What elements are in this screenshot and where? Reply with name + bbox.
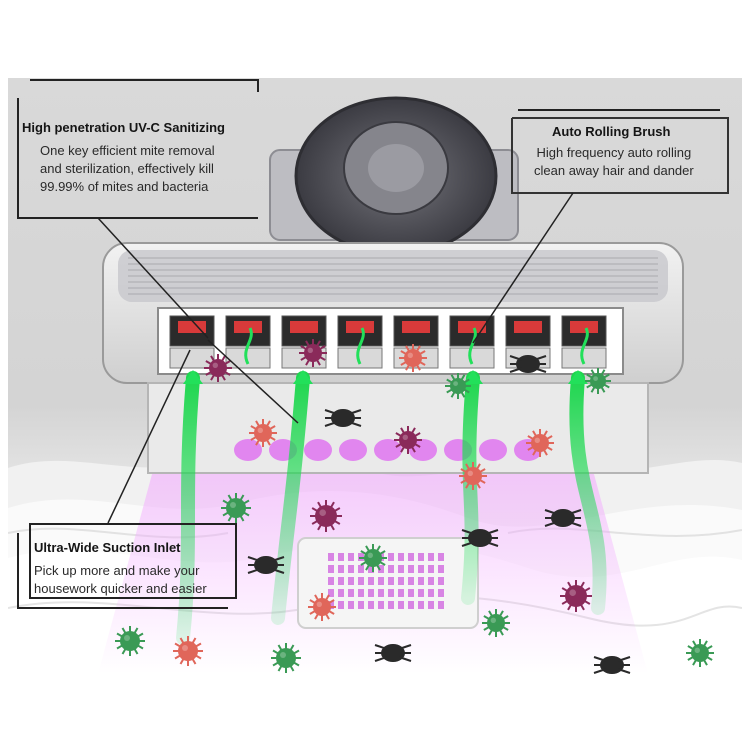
germ-icon xyxy=(204,354,232,382)
leader-lines xyxy=(97,192,574,524)
brush-slot-light xyxy=(178,321,206,333)
brush-slot-light xyxy=(346,321,374,333)
rotation-arrow xyxy=(468,327,477,365)
mite-icon xyxy=(324,409,362,427)
germ-icon xyxy=(399,344,427,372)
uv-lamp xyxy=(479,439,507,461)
germ-icon xyxy=(359,544,387,572)
product-illustration xyxy=(8,79,742,674)
mite-icon xyxy=(247,556,285,574)
airflow-arrows xyxy=(176,327,607,645)
germ-icon xyxy=(526,429,554,457)
mite-icon xyxy=(593,656,631,674)
uvc-callout-line: and sterilization, effectively kill xyxy=(40,161,214,176)
airflow-arrowhead xyxy=(183,370,203,384)
airflow-arrowhead xyxy=(293,370,313,384)
brush-callout-line: High frequency auto rolling xyxy=(536,145,692,160)
mite-icon xyxy=(509,355,547,373)
uv-lamp xyxy=(234,439,262,461)
inlet-callout-body: Pick up more and make your housework qui… xyxy=(34,562,207,598)
uv-lamp xyxy=(304,439,332,461)
brush-callout-line: clean away hair and dander xyxy=(534,163,694,178)
rotation-arrow xyxy=(356,327,365,365)
brush-slot-light xyxy=(458,321,486,333)
uvc-callout-body: One key efficient mite removal and steri… xyxy=(40,142,215,196)
airflow-arrow xyxy=(271,371,310,625)
inlet-callout-title: Ultra-Wide Suction Inlet xyxy=(34,540,181,555)
germ-icon xyxy=(249,419,277,447)
product-scene: High penetration UV-C Sanitizing One key… xyxy=(8,78,742,674)
brush-callout-body: High frequency auto rolling clean away h… xyxy=(534,144,694,180)
callout-frames xyxy=(17,79,729,609)
mite-icon xyxy=(374,644,412,662)
airflow-arrow xyxy=(176,371,200,645)
uvc-callout-line: One key efficient mite removal xyxy=(40,143,215,158)
mite-icon xyxy=(461,529,499,547)
germ-icon xyxy=(221,493,251,523)
germ-icon xyxy=(445,373,471,399)
germs-and-mites xyxy=(115,339,714,674)
uv-lamp xyxy=(374,439,402,461)
airflow-arrow xyxy=(461,371,480,605)
uvc-callout-title: High penetration UV-C Sanitizing xyxy=(22,120,225,135)
uv-lamp xyxy=(339,439,367,461)
brush-slot-light xyxy=(514,321,542,333)
inlet-callout-line: Pick up more and make your xyxy=(34,563,200,578)
germ-icon xyxy=(310,500,342,532)
brush-slot-light xyxy=(290,321,318,333)
germ-icon xyxy=(173,636,203,666)
germ-icon xyxy=(271,643,301,673)
germ-icon xyxy=(686,639,714,667)
brush-slot-light xyxy=(234,321,262,333)
airflow-arrow xyxy=(569,371,607,615)
rotation-arrow xyxy=(580,327,589,365)
germ-icon xyxy=(115,626,145,656)
uvc-callout-line: 99.99% of mites and bacteria xyxy=(40,179,209,194)
germ-icon xyxy=(482,609,510,637)
suction-fan xyxy=(269,96,519,256)
germ-icon xyxy=(394,426,422,454)
brush-slot-light xyxy=(402,321,430,333)
inlet-callout-line: housework quicker and easier xyxy=(34,581,207,596)
rotation-arrow xyxy=(244,327,253,365)
germ-icon xyxy=(585,368,611,394)
germ-icon xyxy=(308,593,336,621)
germ-icon xyxy=(459,462,487,490)
mite-icon xyxy=(544,509,582,527)
brush-callout-title: Auto Rolling Brush xyxy=(552,124,671,139)
airflow-arrowhead xyxy=(568,370,588,384)
germ-icon xyxy=(299,339,327,367)
brush-slot-light xyxy=(570,321,598,333)
germ-icon xyxy=(560,580,592,612)
